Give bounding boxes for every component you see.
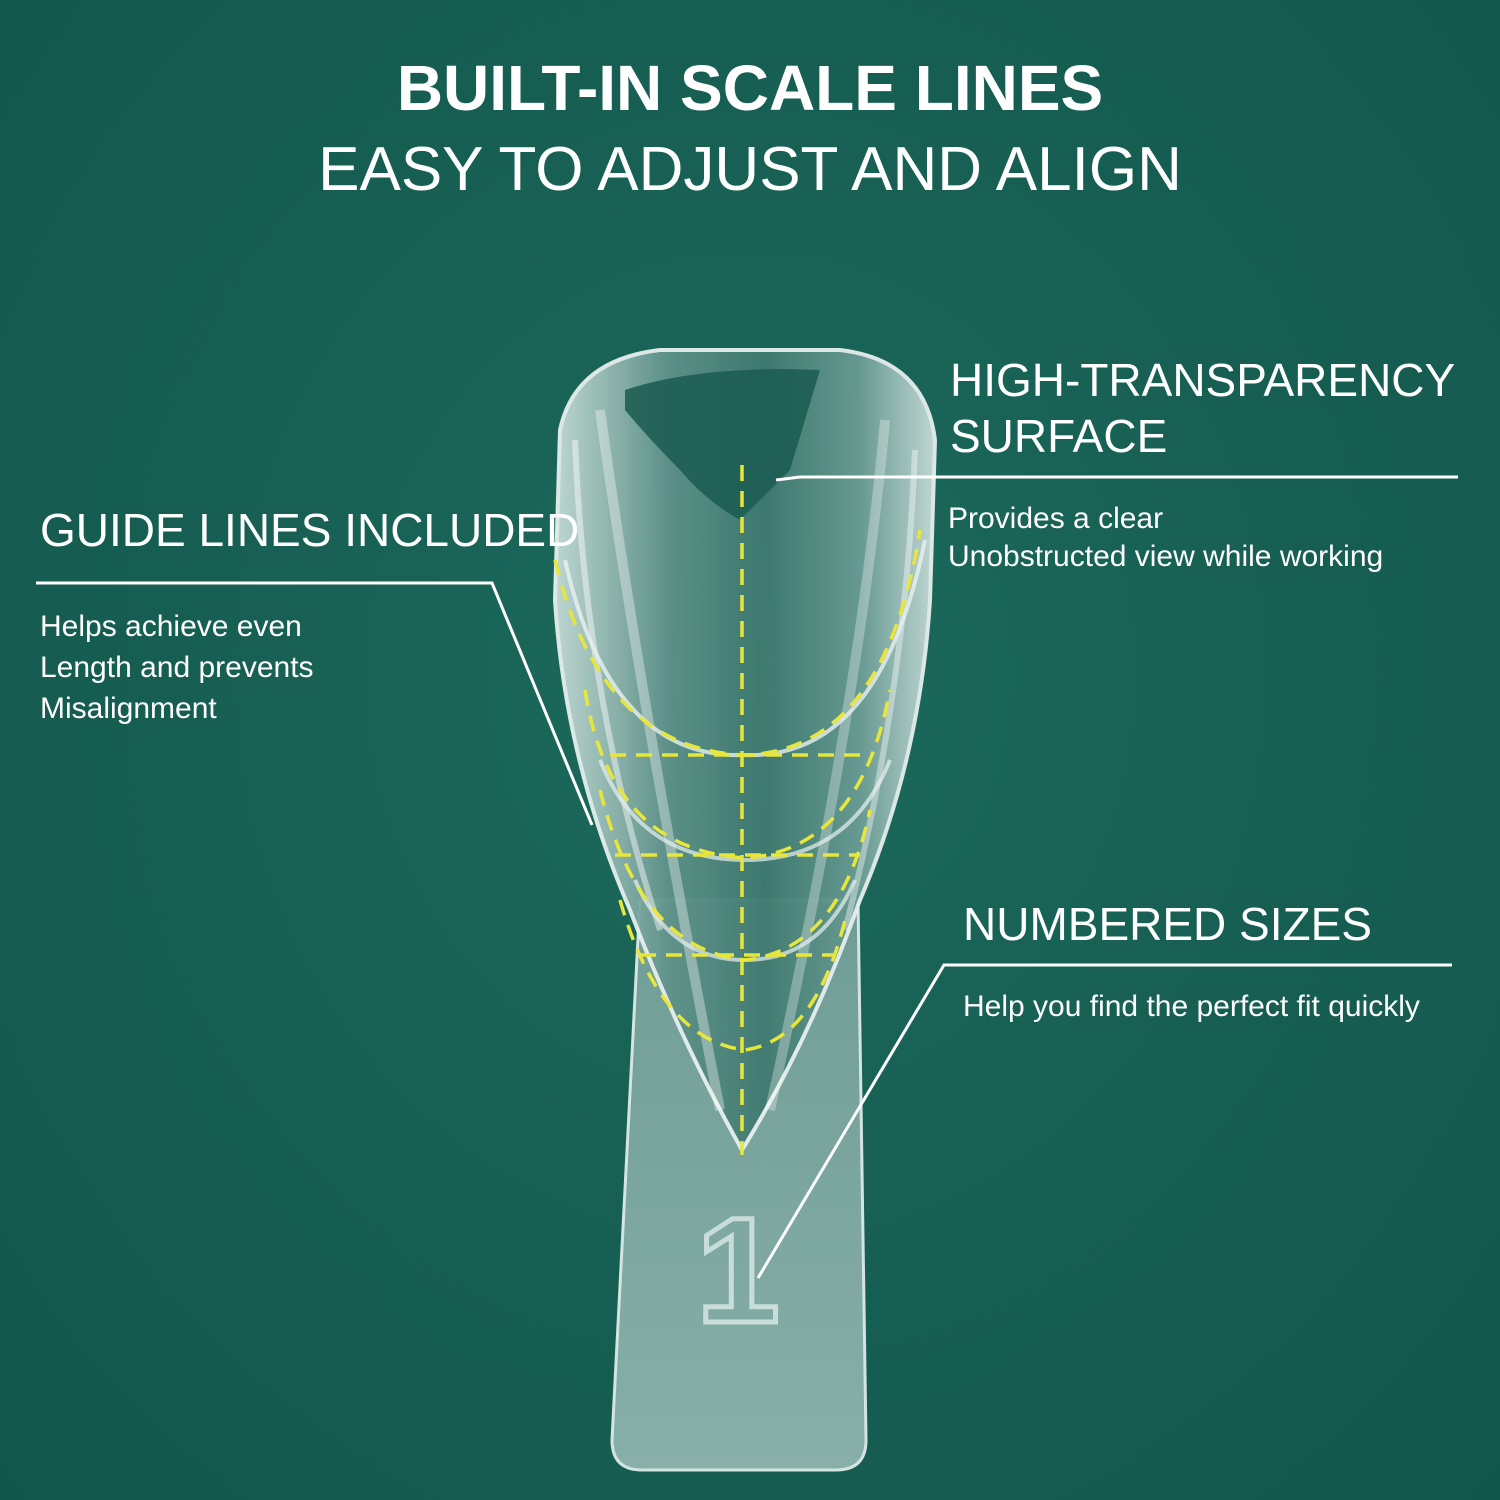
- numbered-sizes-title: NUMBERED SIZES: [963, 898, 1372, 950]
- transparency-description: Provides a clear Unobstructed view while…: [948, 500, 1383, 576]
- callout-lines: [36, 475, 1458, 1279]
- guide-lines-desc-line2: Length and prevents: [40, 651, 314, 684]
- guide-lines: [553, 465, 922, 1155]
- transparency-callout-line: [775, 475, 1458, 482]
- transparency-title-line2: SURFACE: [950, 410, 1168, 462]
- transparency-title-line1: HIGH-TRANSPARENCY: [950, 354, 1456, 406]
- transparency-desc-line2: Unobstructed view while working: [948, 540, 1384, 573]
- guide-lines-callout-line: [36, 581, 594, 826]
- page-title: BUILT-IN SCALE LINES: [396, 52, 1104, 124]
- page-subtitle: EASY TO ADJUST AND ALIGN: [318, 135, 1182, 204]
- guide-lines-description: Helps achieve even Length and prevents M…: [40, 606, 314, 729]
- size-number: 1: [696, 1186, 779, 1354]
- guide-lines-desc-line3: Misalignment: [40, 692, 217, 725]
- nail-form: [552, 348, 938, 1154]
- headline: BUILT-IN SCALE LINES EASY TO ADJUST AND …: [0, 48, 1500, 212]
- transparency-desc-line1: Provides a clear: [948, 502, 1164, 535]
- numbered-sizes-callout-line: [756, 963, 1452, 1279]
- transparency-title: HIGH-TRANSPARENCY SURFACE: [950, 352, 1455, 464]
- numbered-sizes-description: Help you find the perfect fit quickly: [963, 990, 1420, 1023]
- guide-lines-desc-line1: Helps achieve even: [40, 610, 302, 643]
- guide-lines-title: GUIDE LINES INCLUDED: [40, 504, 580, 556]
